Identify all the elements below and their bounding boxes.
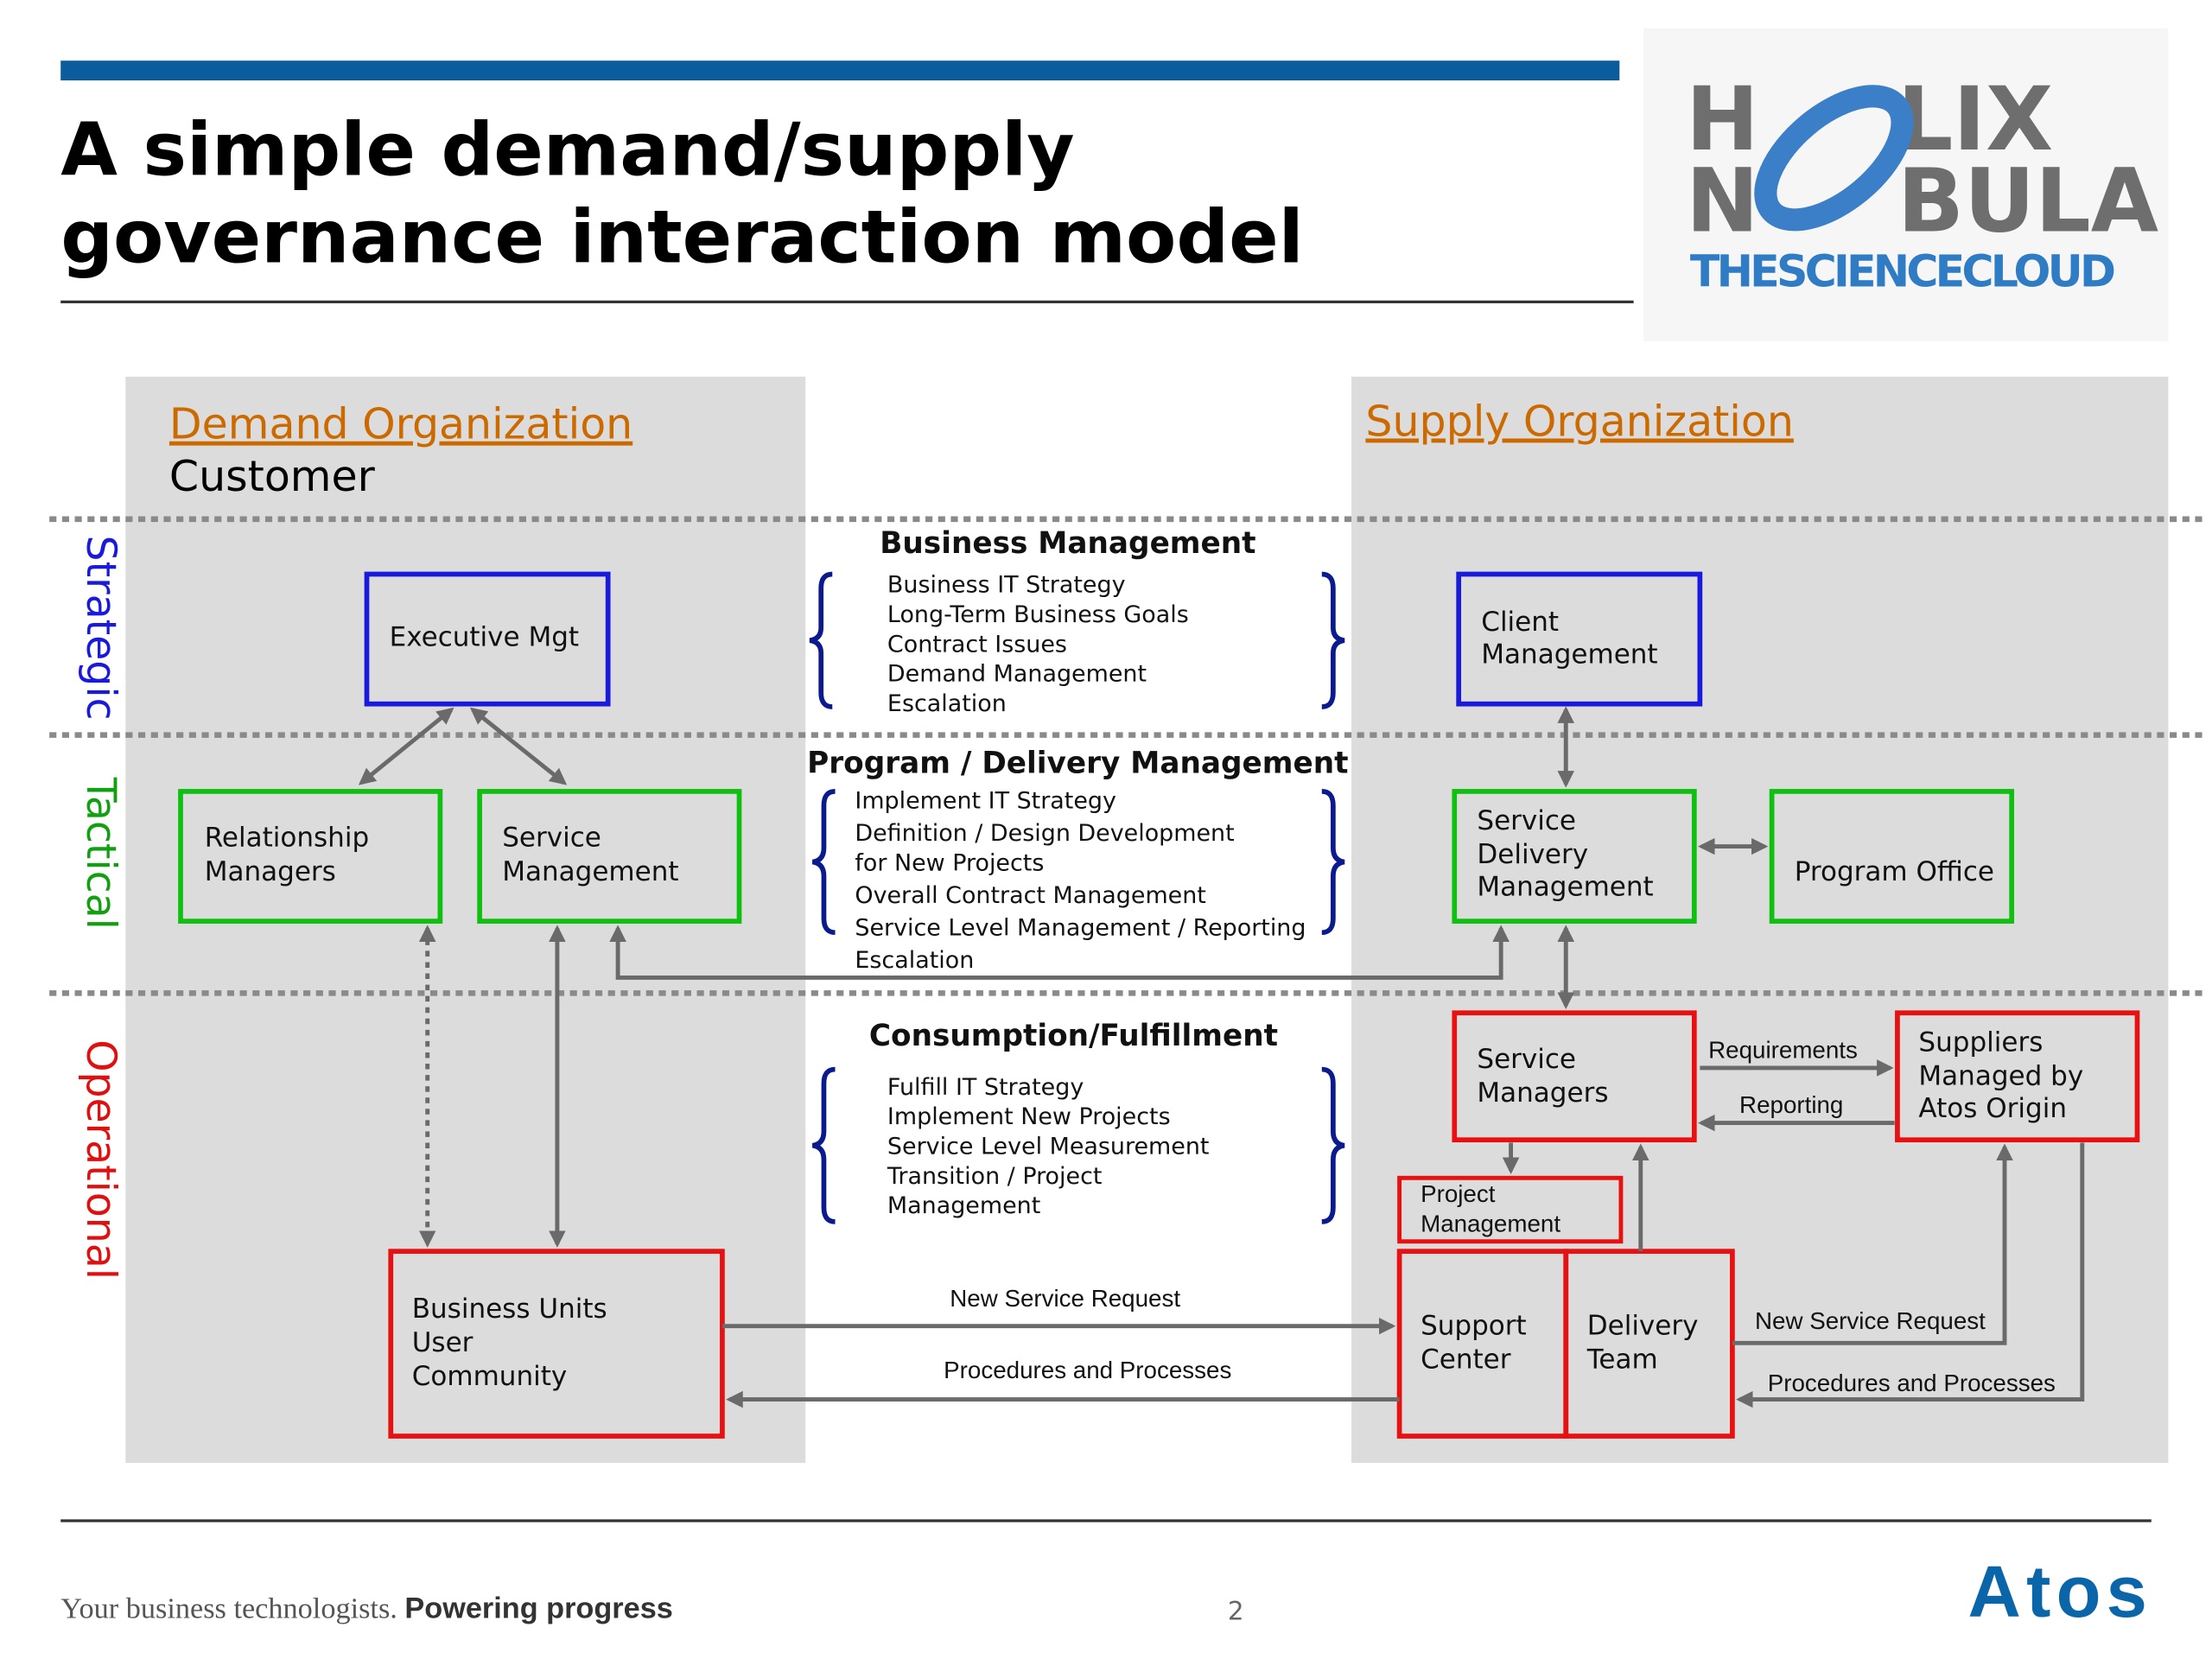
- box-service-delivery-management: Service Delivery Management: [1452, 789, 1697, 924]
- svg-text:Delivery: Delivery: [1587, 1310, 1699, 1341]
- left-brace-icon: [809, 571, 833, 709]
- svg-text:for New Projects: for New Projects: [855, 849, 1044, 876]
- svg-text:Fulfill IT Strategy: Fulfill IT Strategy: [887, 1074, 1084, 1101]
- label-requirements: Requirements: [1708, 1036, 1858, 1063]
- svg-text:Business Units: Business Units: [412, 1294, 607, 1325]
- slide-title-line-1: A simple demand/supply: [60, 107, 1074, 193]
- svg-text:Service Level Measurement: Service Level Measurement: [887, 1134, 1210, 1160]
- svg-text:Transition / Project: Transition / Project: [887, 1163, 1102, 1190]
- arrow-delivery-suppliers: [1732, 1143, 2013, 1345]
- svg-text:Program / Delivery Management: Program / Delivery Management: [807, 747, 1348, 781]
- svg-text:Relationship: Relationship: [205, 823, 369, 854]
- svg-text:Long-Term Business Goals: Long-Term Business Goals: [887, 601, 1189, 628]
- business-management-block: Business Management Business IT Strategy…: [809, 526, 1345, 717]
- layer-operational: Operational: [77, 1039, 124, 1280]
- svg-text:Suppliers: Suppliers: [1918, 1027, 2043, 1058]
- svg-text:H: H: [1686, 68, 1762, 170]
- page-number: 2: [1228, 1596, 1244, 1625]
- svg-text:Center: Center: [1421, 1344, 1511, 1376]
- box-relationship-managers: Relationship Managers: [178, 789, 443, 924]
- svg-text:Management: Management: [1477, 872, 1653, 903]
- label-new-service-request: New Service Request: [950, 1285, 1180, 1312]
- program-delivery-block: Program / Delivery Management Implement …: [807, 747, 1348, 974]
- slide-title-line-2: governance interaction model: [60, 195, 1304, 281]
- svg-text:Implement IT Strategy: Implement IT Strategy: [855, 788, 1116, 815]
- svg-text:Definition / Design Developmen: Definition / Design Development: [855, 820, 1234, 847]
- right-brace-icon: [1321, 571, 1345, 709]
- connectors: [358, 706, 2085, 1408]
- arrow-suppliers-delivery: [1736, 1142, 2085, 1408]
- layer-tactical: Tactical: [77, 777, 124, 930]
- svg-text:Delivery: Delivery: [1477, 839, 1588, 870]
- svg-text:Implement New Projects: Implement New Projects: [887, 1103, 1171, 1130]
- accent-bar: [60, 60, 1620, 81]
- box-delivery-team: Delivery Team: [1563, 1249, 1735, 1439]
- box-client-management: Client Management: [1456, 571, 1703, 707]
- svg-text:Management: Management: [887, 1192, 1040, 1219]
- svg-text:Escalation: Escalation: [887, 690, 1007, 717]
- footer-tagline: Your business technologists. Powering pr…: [60, 1592, 673, 1625]
- svg-text:Management: Management: [1481, 639, 1657, 670]
- svg-text:Service Level Management / Rep: Service Level Management / Reporting: [855, 914, 1306, 941]
- svg-text:Service: Service: [1477, 805, 1576, 836]
- left-brace-icon: [811, 789, 836, 936]
- svg-text:N: N: [1686, 150, 1759, 252]
- helix-nebula-logo: H LIX N BULA THESCIENCECLOUD: [1643, 28, 2169, 342]
- label-reporting: Reporting: [1739, 1091, 1843, 1118]
- customer-label: Customer: [169, 452, 376, 501]
- arrow-exec-service-mgmt: [469, 707, 568, 785]
- right-brace-icon: [1321, 1066, 1345, 1224]
- svg-text:Managed by: Managed by: [1918, 1061, 2083, 1092]
- svg-text:Management: Management: [502, 856, 678, 887]
- svg-text:Service: Service: [502, 823, 601, 854]
- svg-text:Executive Mgt: Executive Mgt: [390, 622, 579, 653]
- svg-text:Contract Issues: Contract Issues: [887, 631, 1067, 658]
- arrow-exec-relationship: [358, 707, 454, 785]
- svg-text:Project: Project: [1421, 1180, 1496, 1207]
- label-procedures-right: Procedures and Processes: [1768, 1370, 2056, 1396]
- svg-text:LIX: LIX: [1897, 68, 2053, 170]
- supply-org-heading: Supply Organization: [1365, 397, 1793, 446]
- svg-text:Service: Service: [1477, 1044, 1576, 1075]
- svg-text:Client: Client: [1481, 607, 1559, 638]
- svg-text:Atos Origin: Atos Origin: [1918, 1093, 2067, 1124]
- right-brace-icon: [1321, 789, 1345, 936]
- svg-text:Management: Management: [1421, 1210, 1560, 1236]
- svg-text:Consumption/Fulfillment: Consumption/Fulfillment: [869, 1019, 1278, 1053]
- svg-text:Business Management: Business Management: [880, 526, 1255, 561]
- arrow-service-mgmt-sdm: [609, 925, 1510, 980]
- svg-text:Managers: Managers: [1477, 1077, 1608, 1109]
- svg-text:Support: Support: [1421, 1310, 1527, 1341]
- svg-text:Managers: Managers: [205, 856, 336, 887]
- left-brace-icon: [811, 1066, 836, 1224]
- demand-org-heading: Demand Organization: [169, 400, 632, 449]
- label-new-service-request-right: New Service Request: [1755, 1307, 1986, 1334]
- box-program-office: Program Office: [1769, 789, 2015, 924]
- label-procedures: Procedures and Processes: [944, 1357, 1231, 1383]
- box-project-management: Project Management: [1397, 1175, 1624, 1244]
- svg-text:Demand Management: Demand Management: [887, 661, 1147, 688]
- svg-text:Program Office: Program Office: [1795, 856, 1994, 887]
- svg-text:User: User: [412, 1327, 474, 1358]
- svg-text:Overall Contract Management: Overall Contract Management: [855, 882, 1205, 909]
- box-service-managers: Service Managers: [1452, 1010, 1697, 1143]
- box-suppliers: Suppliers Managed by Atos Origin: [1895, 1010, 2140, 1143]
- layer-strategic: Strategic: [77, 536, 124, 721]
- svg-text:Escalation: Escalation: [855, 947, 974, 974]
- svg-text:BULA: BULA: [1897, 150, 2158, 252]
- svg-text:Business IT Strategy: Business IT Strategy: [887, 572, 1126, 599]
- box-service-management: Service Management: [477, 789, 742, 924]
- svg-text:Team: Team: [1586, 1344, 1658, 1376]
- atos-logo: Atos: [1968, 1550, 2147, 1632]
- consumption-block: Consumption/Fulfillment Fulfill IT Strat…: [811, 1019, 1345, 1224]
- svg-text:Community: Community: [412, 1361, 568, 1392]
- box-executive-mgt: Executive Mgt: [364, 571, 611, 707]
- box-business-units: Business Units User Community: [388, 1249, 725, 1439]
- svg-text:THESCIENCECLOUD: THESCIENCECLOUD: [1690, 245, 2116, 296]
